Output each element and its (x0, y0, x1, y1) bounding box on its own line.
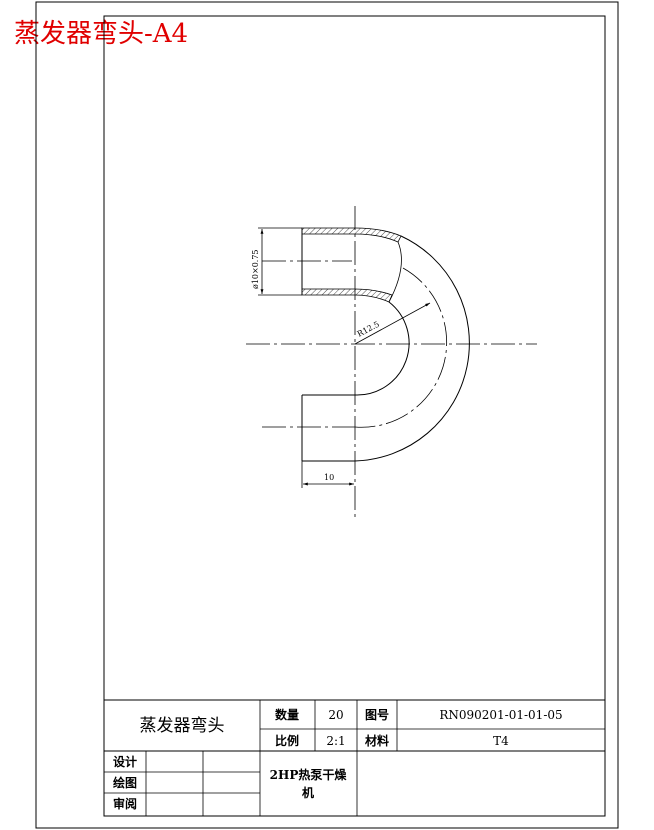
inner-bore-edge (388, 241, 402, 303)
quantity-value: 20 (328, 708, 343, 722)
product-name-line2: 机 (302, 785, 314, 800)
drawing-no-label: 图号 (365, 707, 389, 722)
diameter-label: ø10×0.75 (251, 249, 260, 289)
length-label: 10 (324, 473, 334, 482)
part-name: 蒸发器弯头 (140, 716, 225, 736)
bend-center-arc (354, 267, 448, 428)
review-label: 审阅 (113, 796, 137, 811)
scale-label: 比例 (275, 733, 299, 748)
upper-wall-top-hatch (301, 227, 402, 243)
material-value: T4 (493, 734, 509, 748)
design-label: 设计 (113, 754, 137, 769)
sheet-title: 蒸发器弯头-A4 (14, 19, 188, 49)
outer-border (35, 1, 619, 829)
draft-label: 绘图 (113, 775, 137, 790)
product-name-line1: 2HP热泵干燥 (270, 767, 348, 782)
upper-wall-bottom-hatch (301, 288, 393, 303)
radius-label: R12.5 (356, 320, 381, 339)
title-block: 蒸发器弯头 数量 20 图号 RN090201-01-01-05 比例 2:1 … (104, 699, 605, 816)
drawing-no-value: RN090201-01-01-05 (439, 708, 562, 722)
inner-frame (103, 15, 606, 817)
bend-inner-arc (354, 301, 410, 396)
quantity-label: 数量 (275, 707, 299, 722)
material-label: 材料 (364, 733, 389, 748)
radius-leader (354, 302, 431, 345)
scale-value: 2:1 (326, 734, 345, 748)
bend-outer-arc (354, 235, 470, 462)
